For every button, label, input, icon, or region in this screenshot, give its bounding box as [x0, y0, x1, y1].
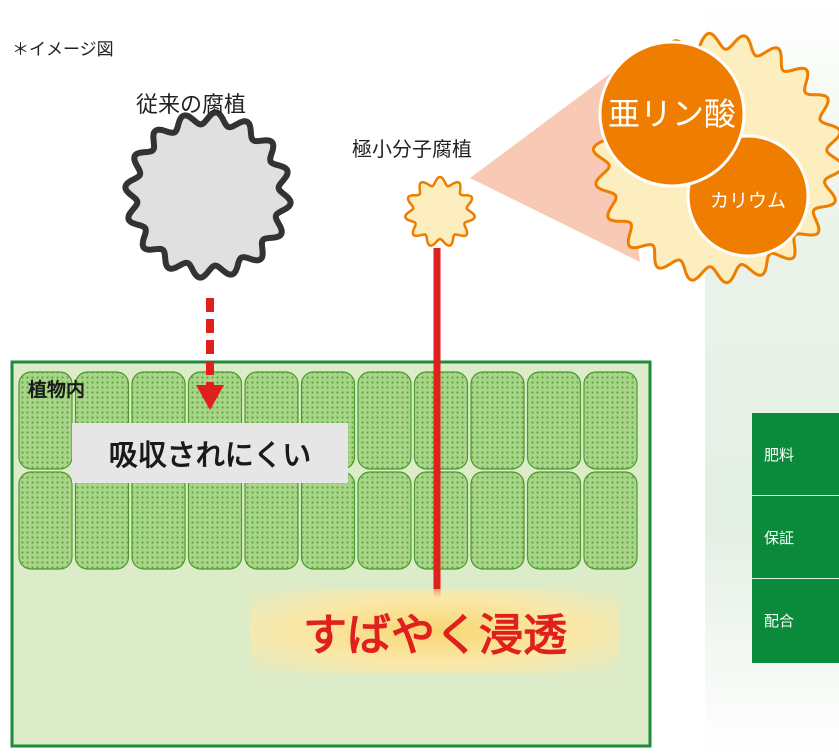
plant-cell: [357, 471, 412, 570]
plant-cell: [300, 471, 356, 570]
plant-cell: [187, 471, 243, 570]
spec-row-fertilizer: 肥料: [752, 413, 839, 496]
plant-cell: [470, 371, 525, 470]
phosphite-ball: [598, 40, 746, 188]
fast-penetrate-label: すばやく浸透: [250, 589, 620, 673]
phosphite-label: 亜リン酸: [608, 95, 736, 133]
plant-cell: [244, 471, 299, 570]
spec-table: 肥料 保証 配合: [752, 413, 839, 663]
plant-cell: [357, 371, 412, 470]
plant-cell: [583, 471, 638, 570]
in-plant-label: 植物内: [28, 379, 86, 401]
spec-row-guarantee: 保証: [752, 496, 839, 579]
conventional-humus-icon: [122, 109, 294, 281]
plant-cells: [18, 371, 638, 570]
image-note: ＊イメージ図: [12, 40, 114, 60]
spec-row-composition: 配合: [764, 612, 795, 630]
plant-cell: [413, 371, 469, 470]
hard-to-absorb-label: 吸収されにくい: [72, 423, 348, 483]
plant-cell: [131, 471, 186, 570]
plant-cell: [413, 471, 469, 570]
plant-cell: [526, 471, 582, 570]
conventional-humus-label: 従来の腐植: [136, 93, 247, 118]
plant-cell: [74, 471, 130, 570]
small-humus-icon: [404, 175, 476, 247]
potassium-label: カリウム: [710, 190, 786, 212]
dashed-arrow-head: [196, 385, 224, 410]
plant-cell: [470, 471, 525, 570]
small-humus-label: 極小分子腐植: [352, 137, 472, 161]
plant-cell: [526, 371, 582, 470]
zoom-cone: [470, 70, 640, 262]
plant-cell: [18, 371, 73, 470]
plant-cell: [18, 471, 73, 570]
plant-cell: [583, 371, 638, 470]
